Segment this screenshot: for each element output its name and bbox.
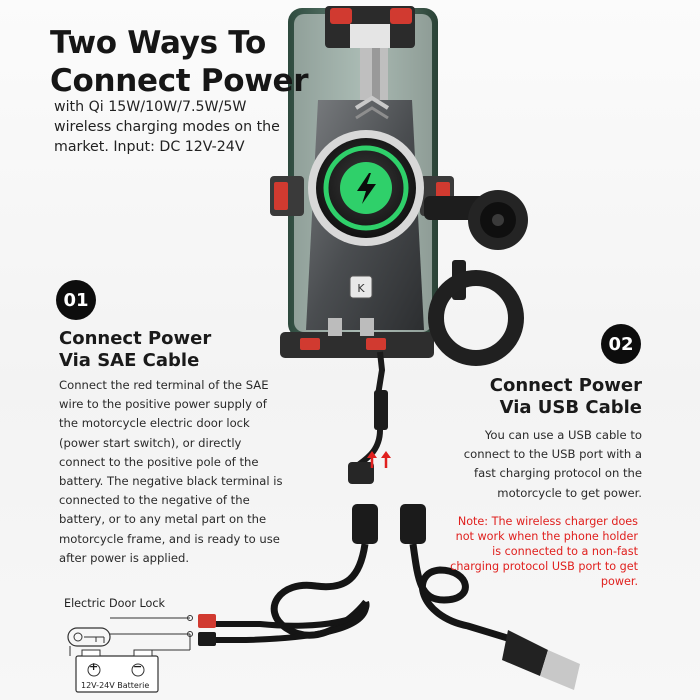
door-lock-key-icon [67, 627, 111, 647]
option1-description: Connect the red terminal of the SAE wire… [59, 378, 283, 565]
page-title: Two Ways To Connect Power [50, 25, 309, 99]
lightning-bolt-icon [357, 173, 376, 204]
battery-plus-symbol: + [89, 660, 99, 673]
sae-connectors [198, 504, 516, 646]
sae-cable [348, 351, 391, 484]
svg-text:K: K [357, 282, 365, 295]
door-lock-label: Electric Door Lock [64, 597, 165, 610]
bottom-cradle [280, 318, 434, 358]
top-clamp [325, 6, 415, 100]
step-badge-01: 01 [56, 280, 96, 320]
arrow-up-icon [367, 451, 391, 468]
battery-minus-symbol: − [133, 660, 143, 673]
option2-note: Note: The wireless charger does not work… [450, 515, 638, 588]
step-badge-02: 02 [601, 324, 641, 364]
wireless-charging-pad [308, 130, 424, 246]
option2-description: You can use a USB cable to connect to th… [463, 428, 642, 500]
handlebar-mount [424, 190, 528, 366]
option2-heading: Connect Power Via USB Cable [489, 375, 642, 418]
battery-icon [75, 649, 159, 693]
page-subtitle: with Qi 15W/10W/7.5W/5W wireless chargin… [54, 99, 280, 155]
option1-heading: Connect Power Via SAE Cable [59, 328, 212, 371]
usb-plug [502, 630, 580, 690]
battery-label: 12V-24V Batterie [81, 681, 150, 690]
brand-logo-icon: K [349, 275, 373, 299]
wiring-diagram [67, 615, 193, 693]
